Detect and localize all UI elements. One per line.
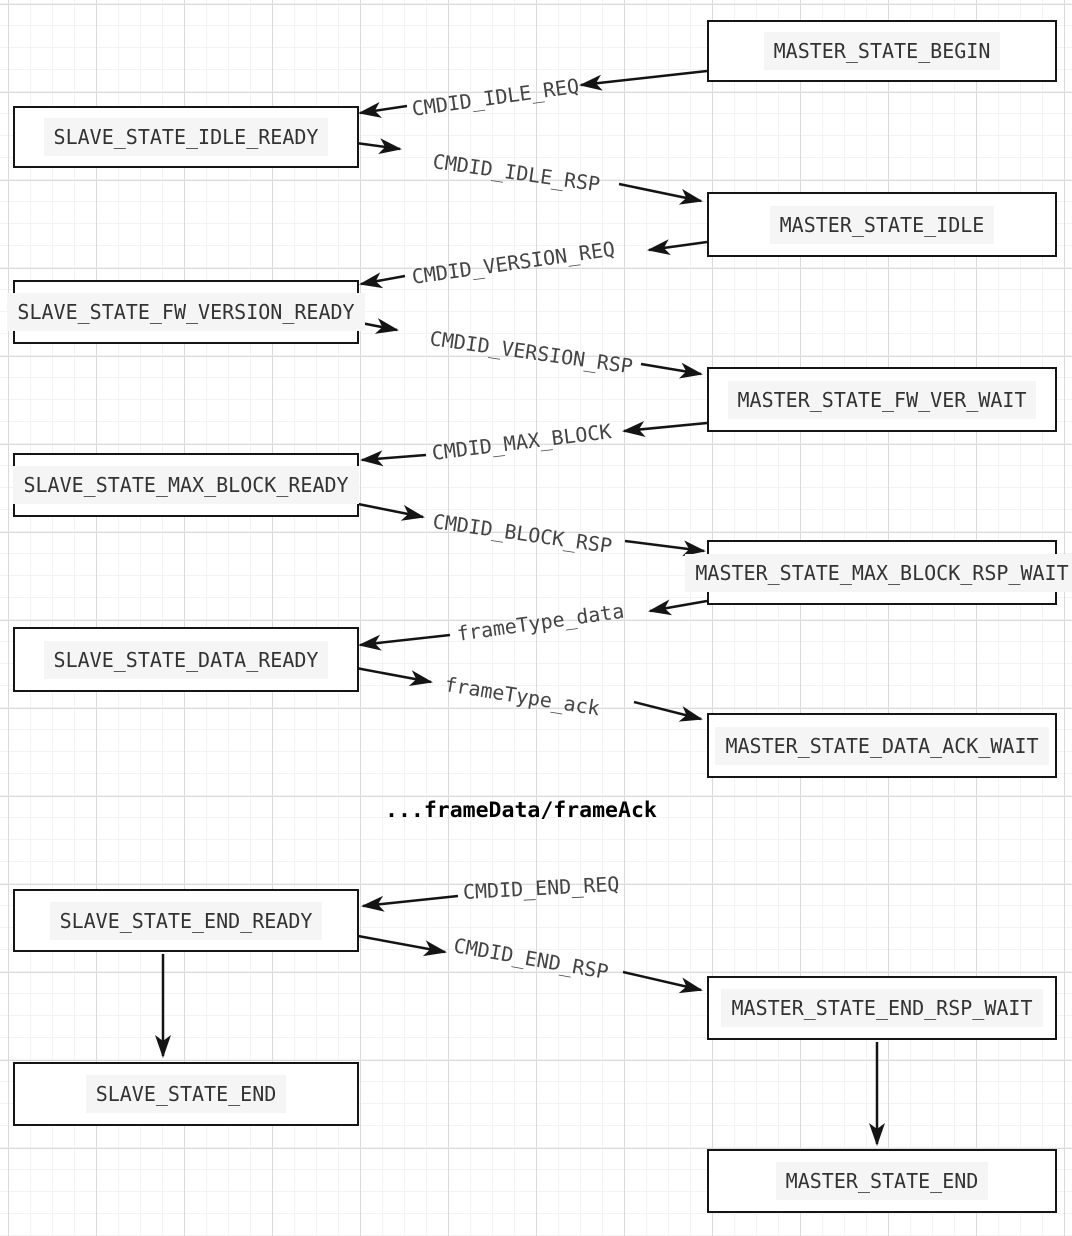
state-node-master-state-end[interactable]: MASTER_STATE_END [707,1149,1057,1213]
state-node-slave-state-end-ready[interactable]: SLAVE_STATE_END_READY [13,889,359,952]
arrow-version-rsp-to-master [640,362,703,379]
arrow-frametype-data-to-slave [358,633,451,651]
state-node-slave-state-end[interactable]: SLAVE_STATE_END [13,1062,359,1126]
arrow-frametype-data-from-master [648,599,708,616]
node-label: MASTER_STATE_FW_VER_WAIT [727,380,1037,419]
node-label: SLAVE_STATE_IDLE_READY [43,118,329,156]
node-label: MASTER_STATE_DATA_ACK_WAIT [715,726,1049,765]
arrow-end-rsp-to-master [622,970,703,994]
node-label: SLAVE_STATE_MAX_BLOCK_READY [13,466,359,504]
edge-label-cmdid-end-rsp[interactable]: CMDID_END_RSP [451,933,611,985]
edge-label-frametype-ack[interactable]: frameType_ack [443,672,602,721]
node-label: SLAVE_STATE_END_READY [49,901,323,940]
arrow-end-req-to-slave [361,894,459,912]
arrow-max-block-to-slave [360,450,427,467]
arrow-end-rsp-from-slave [357,934,447,957]
arrow-version-req-from-master [647,239,708,256]
edge-label-cmdid-block-rsp[interactable]: CMDID_BLOCK_RSP [431,509,614,559]
edge-label-cmdid-idle-rsp[interactable]: CMDID_IDLE_RSP [431,149,602,197]
arrow-block-rsp-to-master [624,539,706,557]
node-label: MASTER_STATE_BEGIN [763,32,1001,70]
node-label: MASTER_STATE_IDLE [769,205,995,244]
edge-label-cmdid-version-req[interactable]: CMDID_VERSION_REQ [410,236,617,289]
edge-label-frametype-data[interactable]: frameType_data [455,598,626,646]
arrow-idle-rsp-from-slave [355,138,402,155]
node-label: SLAVE_STATE_FW_VERSION_READY [7,293,365,331]
edge-label-cmdid-max-block[interactable]: CMDID_MAX_BLOCK [430,419,613,465]
state-node-slave-state-idle-ready[interactable]: SLAVE_STATE_IDLE_READY [13,106,359,168]
frame-data-ack-note: ...frameData/frameAck [385,798,657,823]
state-node-master-state-fw-ver-wait[interactable]: MASTER_STATE_FW_VER_WAIT [707,367,1057,432]
arrow-version-req-to-slave [359,272,406,289]
node-label: MASTER_STATE_MAX_BLOCK_RSP_WAIT [685,553,1072,592]
state-node-master-state-max-block-rsp-wait[interactable]: MASTER_STATE_MAX_BLOCK_RSP_WAIT [685,540,1072,605]
state-node-master-state-begin[interactable]: MASTER_STATE_BEGIN [707,20,1057,82]
state-node-master-state-data-ack-wait[interactable]: MASTER_STATE_DATA_ACK_WAIT [707,713,1057,778]
node-label: MASTER_STATE_END_RSP_WAIT [721,989,1043,1027]
edge-label-cmdid-idle-req[interactable]: CMDID_IDLE_REQ [410,73,581,121]
state-node-master-state-idle[interactable]: MASTER_STATE_IDLE [707,192,1057,257]
state-node-slave-state-fw-version-ready[interactable]: SLAVE_STATE_FW_VERSION_READY [7,280,365,344]
edge-label-cmdid-version-rsp[interactable]: CMDID_VERSION_RSP [428,326,635,379]
node-label: SLAVE_STATE_END [85,1075,287,1113]
state-node-slave-state-max-block-ready[interactable]: SLAVE_STATE_MAX_BLOCK_READY [13,453,359,517]
arrow-frametype-ack-to-master [633,700,703,722]
arrow-idle-req-to-slave [358,101,408,118]
arrow-idle-rsp-to-master [618,182,703,205]
arrow-frametype-ack-from-slave [355,666,433,687]
edge-label-cmdid-end-req[interactable]: CMDID_END_REQ [462,871,620,904]
node-label: MASTER_STATE_END [775,1162,989,1200]
state-node-master-state-end-rsp-wait[interactable]: MASTER_STATE_END_RSP_WAIT [707,976,1057,1040]
arrow-block-rsp-from-slave [357,502,425,521]
node-label: SLAVE_STATE_DATA_READY [43,640,329,679]
arrow-max-block-from-master [622,421,708,437]
arrow-idle-req-from-master [579,69,708,91]
state-node-slave-state-data-ready[interactable]: SLAVE_STATE_DATA_READY [13,627,359,692]
